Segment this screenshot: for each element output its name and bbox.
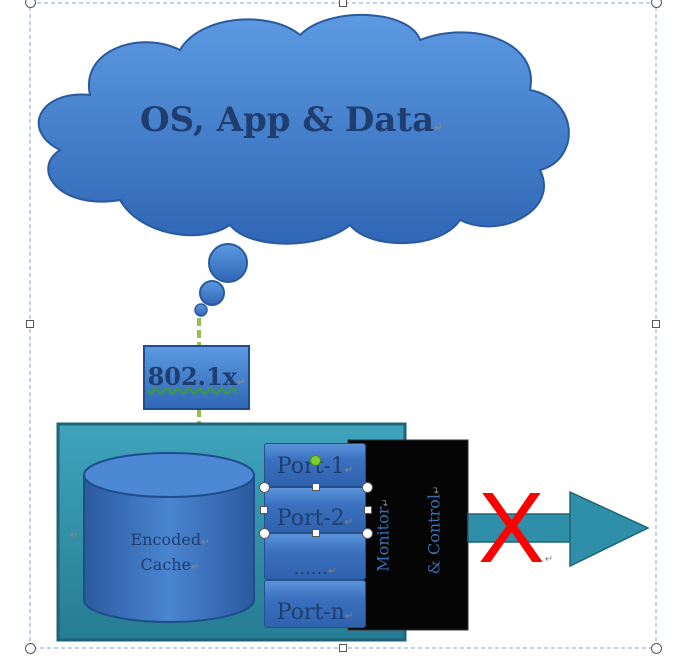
cache-cylinder[interactable]: [83, 452, 255, 623]
resize-handle[interactable]: [312, 529, 320, 537]
control-label: & Control↵: [425, 486, 444, 575]
cache-label-1: Encoded↵: [110, 530, 230, 549]
frame-handle[interactable]: [25, 0, 36, 8]
cloud-shape[interactable]: [37, 13, 570, 245]
frame-handle[interactable]: [26, 320, 34, 328]
resize-handle[interactable]: [259, 528, 270, 539]
thought-bubble-large: [208, 243, 248, 283]
paragraph-mark: ↵: [431, 485, 443, 495]
cache-label-2: Cache↵: [110, 555, 230, 574]
paragraph-mark: ↵: [344, 611, 354, 622]
frame-handle[interactable]: [652, 320, 660, 328]
auth-label-text: 802.1x: [147, 362, 238, 391]
paragraph-mark: ↵: [191, 562, 200, 573]
cloud-label-text: OS, App & Data: [140, 100, 435, 140]
monitor-label-text: Monitor: [373, 506, 393, 572]
paragraph-mark: ↵: [201, 537, 210, 548]
resize-handle[interactable]: [362, 528, 373, 539]
thought-bubble-small: [194, 303, 208, 317]
resize-handle[interactable]: [362, 482, 373, 493]
paragraph-mark: ↵: [380, 498, 392, 507]
resize-handle[interactable]: [312, 483, 320, 491]
port-label: ......: [293, 558, 328, 579]
control-label-text: & Control: [424, 494, 444, 575]
port-ellipsis[interactable]: ......↵: [264, 533, 366, 580]
blocked-x-text: X: [478, 472, 545, 584]
frame-handle[interactable]: [25, 643, 36, 654]
paragraph-mark: ↵: [237, 377, 246, 388]
blocked-x-icon: X↵: [478, 478, 553, 610]
paragraph-mark: ↵: [70, 530, 79, 541]
resize-handle[interactable]: [260, 506, 268, 514]
auth-label: 802.1x↵: [144, 362, 249, 391]
port-label: Port-n: [276, 600, 345, 625]
cache-label-text-2: Cache: [140, 555, 192, 574]
resize-handle[interactable]: [259, 482, 270, 493]
port-2[interactable]: Port-2↵: [264, 487, 366, 533]
monitor-label: Monitor↵: [374, 498, 393, 572]
frame-handle[interactable]: [651, 643, 662, 654]
paragraph-mark: ↵: [344, 465, 354, 476]
paragraph-mark: ↵: [344, 517, 354, 528]
paragraph-mark: ↵: [544, 554, 554, 565]
port-n[interactable]: Port-n↵: [264, 580, 366, 628]
resize-handle[interactable]: [364, 506, 372, 514]
cloud-label: OS, App & Data↵: [140, 100, 443, 140]
paragraph-mark: ↵: [327, 566, 337, 577]
thought-bubble-medium: [199, 280, 225, 306]
output-arrow[interactable]: [467, 490, 650, 568]
auth-box[interactable]: [143, 345, 250, 410]
paragraph-mark: ↵: [434, 123, 443, 134]
frame-handle[interactable]: [339, 644, 347, 652]
frame-handle[interactable]: [339, 0, 347, 7]
port-label: Port-2: [276, 506, 345, 531]
frame-handle[interactable]: [651, 0, 662, 8]
rotate-handle[interactable]: [310, 455, 321, 466]
cache-label-text-1: Encoded: [130, 530, 202, 549]
